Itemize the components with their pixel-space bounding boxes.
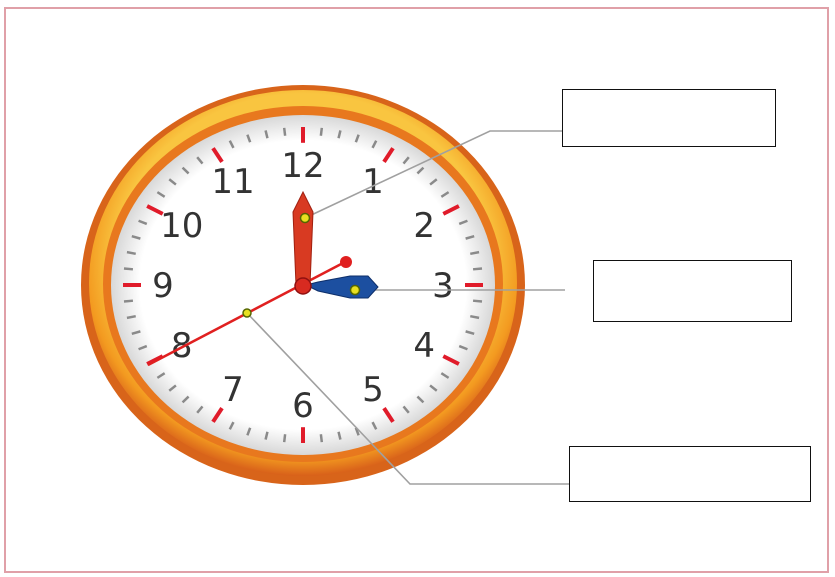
clock-numeral-9: 9: [152, 266, 174, 306]
minor-tick: [465, 330, 475, 336]
answer-box-minute-hand[interactable]: [593, 260, 792, 322]
center-pivot: [294, 277, 312, 295]
minor-tick: [429, 384, 438, 392]
minor-tick: [416, 166, 425, 175]
minor-tick: [123, 267, 134, 271]
clock-numeral-12: 12: [281, 146, 324, 186]
clock-numeral-5: 5: [362, 370, 384, 410]
minor-tick: [354, 427, 360, 436]
minor-tick: [416, 395, 425, 404]
minor-tick: [472, 299, 483, 303]
major-tick: [442, 354, 460, 366]
minor-tick: [470, 250, 480, 256]
clock-ticks: [123, 127, 483, 443]
minor-tick: [181, 166, 190, 175]
minor-tick: [319, 127, 324, 136]
minor-tick: [138, 344, 148, 351]
minor-tick: [319, 434, 324, 443]
minor-tick: [458, 344, 468, 351]
minor-tick: [337, 431, 342, 440]
minor-tick: [371, 421, 378, 430]
minor-tick: [440, 191, 450, 198]
minor-tick: [123, 299, 134, 303]
minor-tick: [402, 405, 410, 414]
minor-tick: [181, 395, 190, 404]
minor-tick: [264, 130, 269, 139]
pointer-line-hour: [304, 130, 563, 219]
minor-tick: [354, 134, 360, 143]
minor-tick: [156, 191, 166, 198]
major-tick: [382, 407, 395, 423]
clock-numeral-2: 2: [413, 206, 435, 246]
minor-tick: [458, 219, 468, 226]
minor-tick: [264, 431, 269, 440]
second-hand-marker: [242, 308, 252, 318]
clock-numeral-6: 6: [292, 386, 314, 426]
minor-tick: [371, 140, 378, 149]
pointer-line-second: [246, 312, 569, 485]
minor-tick: [440, 372, 450, 379]
clock-numeral-1: 1: [362, 162, 384, 202]
minor-tick: [168, 384, 177, 392]
answer-box-second-hand[interactable]: [569, 446, 811, 502]
minor-tick: [228, 140, 235, 149]
minute-hand: [304, 275, 379, 299]
minor-tick: [246, 134, 252, 143]
major-tick: [382, 147, 395, 163]
clock-numerals: 121234567891011: [152, 146, 454, 426]
minor-tick: [465, 234, 475, 240]
clock-numeral-10: 10: [160, 206, 203, 246]
minor-tick: [472, 267, 483, 271]
minor-tick: [168, 178, 177, 186]
minor-tick: [429, 178, 438, 186]
minor-tick: [138, 219, 148, 226]
minute-hand-marker: [349, 284, 361, 296]
clock-numeral-4: 4: [413, 326, 435, 366]
second-hand-tip: [340, 256, 352, 268]
hour-hand-marker: [299, 212, 311, 224]
minor-tick: [196, 405, 204, 414]
minor-tick: [156, 372, 166, 379]
minor-tick: [126, 314, 136, 320]
minor-tick: [282, 127, 287, 136]
minor-tick: [402, 156, 410, 165]
answer-box-hour-hand[interactable]: [562, 89, 776, 147]
major-tick: [442, 204, 460, 216]
major-tick: [146, 204, 164, 216]
minor-tick: [337, 130, 342, 139]
minor-tick: [246, 427, 252, 436]
major-tick: [211, 407, 224, 423]
clock-numeral-3: 3: [432, 266, 454, 306]
minor-tick: [196, 156, 204, 165]
worksheet-frame: [4, 7, 829, 573]
minor-tick: [126, 250, 136, 256]
clock-numeral-11: 11: [211, 162, 254, 202]
minor-tick: [228, 421, 235, 430]
minor-tick: [282, 434, 287, 443]
minor-tick: [470, 314, 480, 320]
minor-tick: [131, 234, 141, 240]
clock-numeral-7: 7: [222, 370, 244, 410]
major-tick: [211, 147, 224, 163]
minor-tick: [131, 330, 141, 336]
hour-hand: [292, 190, 314, 286]
